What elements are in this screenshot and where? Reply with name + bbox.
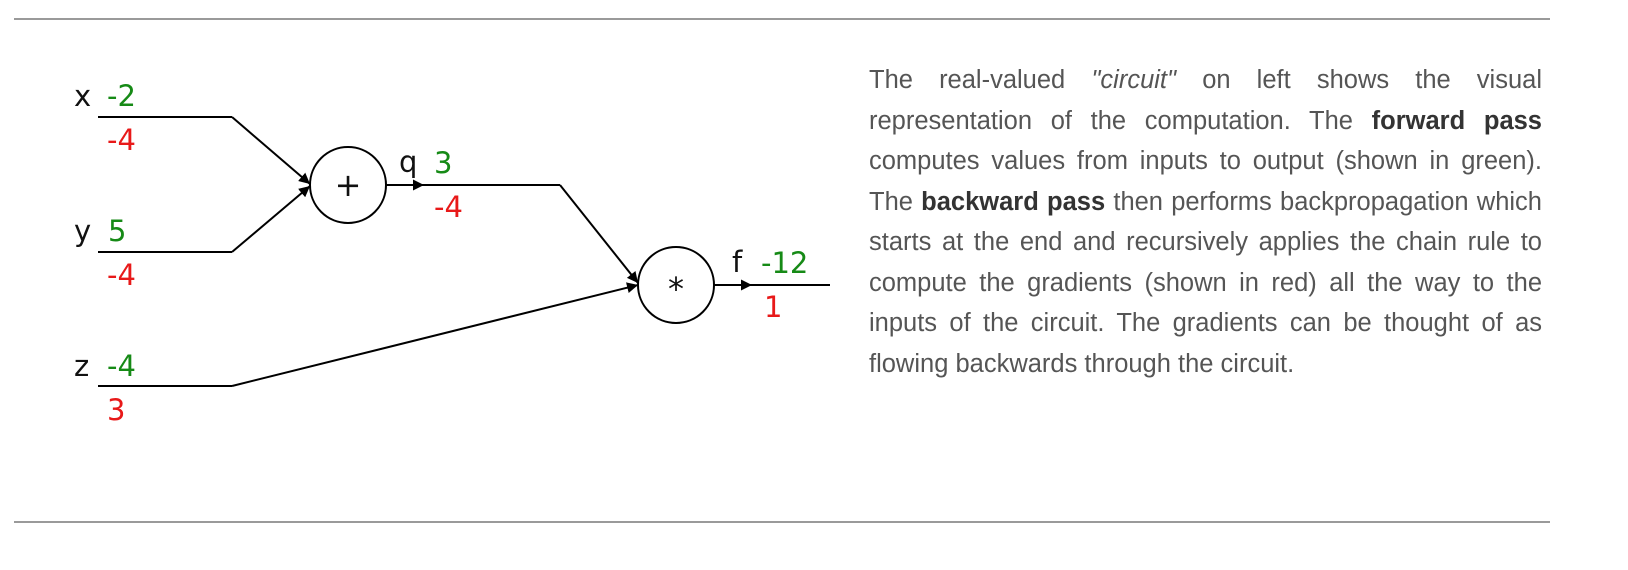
description-text-4: then performs backpropagation which star… (869, 187, 1542, 378)
circuit-description: The real-valued "circuit" on left shows … (869, 60, 1542, 384)
description-text-1: The real-valued (869, 66, 1092, 94)
forward-pass-term: forward pass (1371, 106, 1542, 135)
input-y-value: 5 (108, 214, 126, 248)
gate-f-value: -12 (761, 246, 808, 280)
circuit-diagram: x -2 -4 y 5 -4 z -4 3 + q 3 -4 * f -12 1 (74, 79, 830, 427)
wire-z-to-mul (231, 282, 639, 387)
circuit-term: "circuit" (1091, 66, 1177, 94)
backward-pass-term: backward pass (921, 187, 1106, 216)
input-x-label: x (74, 79, 91, 113)
gate-f-label: f (732, 245, 743, 279)
gate-q-label: q (399, 145, 417, 179)
input-y-label: y (74, 214, 91, 248)
description-text-2: on left shows the visual representation … (869, 66, 1543, 135)
multiply-gate-symbol: * (668, 270, 684, 308)
gate-f-gradient: 1 (764, 290, 782, 324)
input-y-gradient: -4 (107, 258, 136, 292)
bottom-divider (14, 521, 1550, 523)
input-z-gradient: 3 (107, 393, 125, 427)
top-divider (14, 18, 1550, 20)
gate-q-value: 3 (434, 146, 452, 180)
wire-q-to-mul (559, 184, 639, 284)
wire-x-to-add (231, 116, 311, 185)
gate-q-gradient: -4 (434, 190, 463, 224)
input-z-label: z (74, 349, 89, 383)
input-z-value: -4 (107, 349, 136, 383)
add-gate-symbol: + (335, 166, 362, 204)
input-x-value: -2 (107, 79, 136, 113)
wire-y-to-add (231, 185, 311, 253)
input-x-gradient: -4 (107, 123, 136, 157)
description-text-3: computes values from inputs to output (s… (869, 147, 1542, 216)
